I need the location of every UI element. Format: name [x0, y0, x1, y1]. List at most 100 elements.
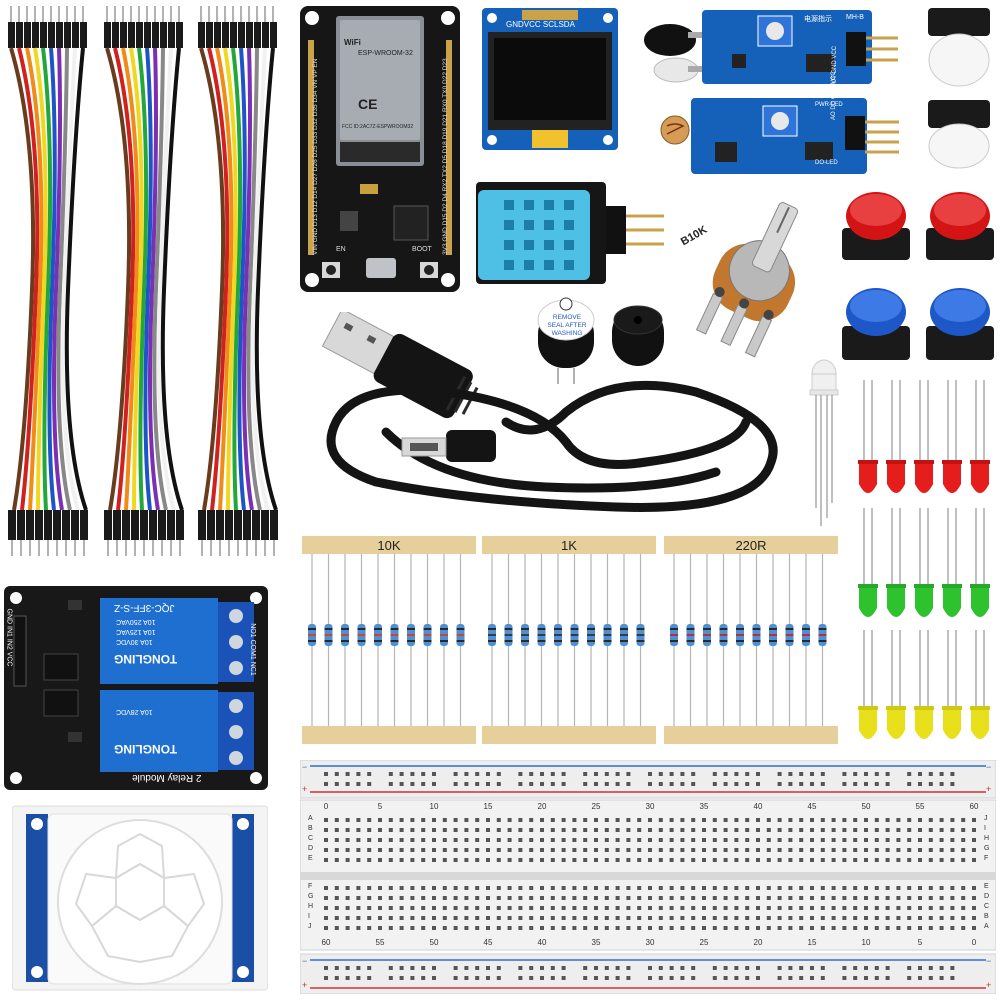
breadboard-hole	[820, 818, 825, 822]
breadboard-hole	[561, 782, 566, 786]
breadboard-row-letter: H	[984, 835, 990, 842]
breadboard-hole	[529, 858, 534, 862]
breadboard-hole	[550, 916, 555, 920]
resistor-band	[488, 634, 496, 636]
breadboard-hole	[723, 818, 728, 822]
breadboard-hole	[702, 838, 706, 842]
breadboard-hole	[712, 906, 717, 910]
breadboard-hole	[950, 818, 955, 822]
breadboard-hole	[442, 896, 447, 900]
breadboard-hole	[788, 886, 793, 890]
breadboard-hole	[680, 966, 685, 970]
breadboard-hole	[550, 966, 555, 970]
breadboard-row-letter: H	[308, 903, 314, 910]
resistor-band	[719, 640, 728, 642]
breadboard-hole	[658, 966, 663, 970]
breadboard-hole	[669, 818, 674, 822]
breadboard-hole	[486, 926, 490, 930]
breadboard-hole	[367, 848, 372, 852]
breadboard-row-letter: A	[308, 815, 313, 822]
breadboard-hole	[745, 848, 750, 852]
breadboard-row-letter: D	[984, 893, 990, 900]
breadboard-hole	[799, 886, 804, 890]
breadboard-hole	[464, 782, 469, 786]
resistor-band	[703, 634, 711, 636]
resistor-band	[308, 640, 316, 642]
breadboard-hole	[788, 838, 793, 842]
breadboard-hole	[702, 848, 706, 852]
breadboard-hole	[766, 838, 771, 842]
breadboard-hole	[540, 828, 544, 832]
breadboard-hole	[464, 886, 469, 890]
breadboard-hole	[939, 906, 944, 910]
breadboard-hole	[896, 828, 901, 832]
breadboard-row-letter: F	[984, 855, 989, 862]
breadboard-hole	[766, 848, 771, 852]
resistor-band	[769, 640, 777, 642]
resistor-band	[390, 634, 399, 636]
breadboard-hole	[712, 858, 717, 862]
resistor-band	[390, 628, 399, 630]
breadboard-hole	[486, 772, 490, 776]
breadboard-hole	[334, 772, 339, 776]
resistor-band	[818, 640, 827, 642]
breadboard-hole	[324, 916, 328, 920]
breadboard-hole	[810, 782, 814, 786]
breadboard-hole	[604, 858, 609, 862]
breadboard-hole	[626, 818, 631, 822]
breadboard-hole	[496, 858, 501, 862]
oled-pin-labels: GNDVCC SCLSDA	[506, 20, 575, 29]
resistor-band	[752, 640, 761, 642]
breadboard-hole	[540, 782, 544, 786]
breadboard-hole	[421, 848, 426, 852]
breadboard-hole	[777, 828, 782, 832]
breadboard-hole	[734, 818, 739, 822]
breadboard-hole	[680, 848, 685, 852]
breadboard-hole	[594, 858, 598, 862]
breadboard-hole	[561, 858, 566, 862]
breadboard-hole	[388, 906, 393, 910]
breadboard-hole	[378, 848, 382, 852]
breadboard-hole	[507, 838, 512, 842]
breadboard-hole	[410, 966, 415, 970]
breadboard-hole	[583, 782, 588, 786]
breadboard-hole	[907, 782, 912, 786]
breadboard-hole	[604, 926, 609, 930]
breadboard-hole	[356, 828, 361, 832]
resistor-band	[554, 634, 562, 636]
breadboard-row-letter: I	[308, 913, 310, 920]
breadboard-hole	[918, 926, 922, 930]
breadboard-hole	[367, 818, 372, 822]
breadboard-hole	[680, 886, 685, 890]
jumper-wire-bundles	[6, 4, 280, 558]
breadboard-hole	[410, 772, 415, 776]
breadboard-hole	[918, 896, 922, 900]
breadboard-hole	[615, 926, 620, 930]
breadboard-hole	[529, 926, 534, 930]
breadboard-hole	[626, 828, 631, 832]
breadboard-hole	[367, 828, 372, 832]
breadboard-hole	[885, 926, 890, 930]
breadboard-hole	[842, 828, 847, 832]
breadboard-hole	[810, 838, 814, 842]
breadboard-hole	[874, 828, 879, 832]
breadboard-hole	[421, 916, 426, 920]
breadboard-hole	[388, 848, 393, 852]
breadboard-hole	[442, 828, 447, 832]
breadboard-hole	[864, 926, 868, 930]
relay-module-label: 2 Relay Module	[132, 772, 202, 783]
breadboard-hole	[961, 858, 966, 862]
breadboard-hole	[712, 916, 717, 920]
breadboard-hole	[853, 976, 858, 980]
breadboard-hole	[464, 916, 469, 920]
resistor-band	[390, 640, 399, 642]
breadboard-hole	[853, 896, 858, 900]
breadboard-hole	[820, 976, 825, 980]
breadboard-hole	[691, 818, 696, 822]
breadboard-hole	[442, 848, 447, 852]
breadboard-hole	[669, 966, 674, 970]
breadboard-hole	[475, 916, 480, 920]
breadboard-hole	[496, 906, 501, 910]
breadboard-hole	[561, 976, 566, 980]
resistor-band	[703, 628, 711, 630]
